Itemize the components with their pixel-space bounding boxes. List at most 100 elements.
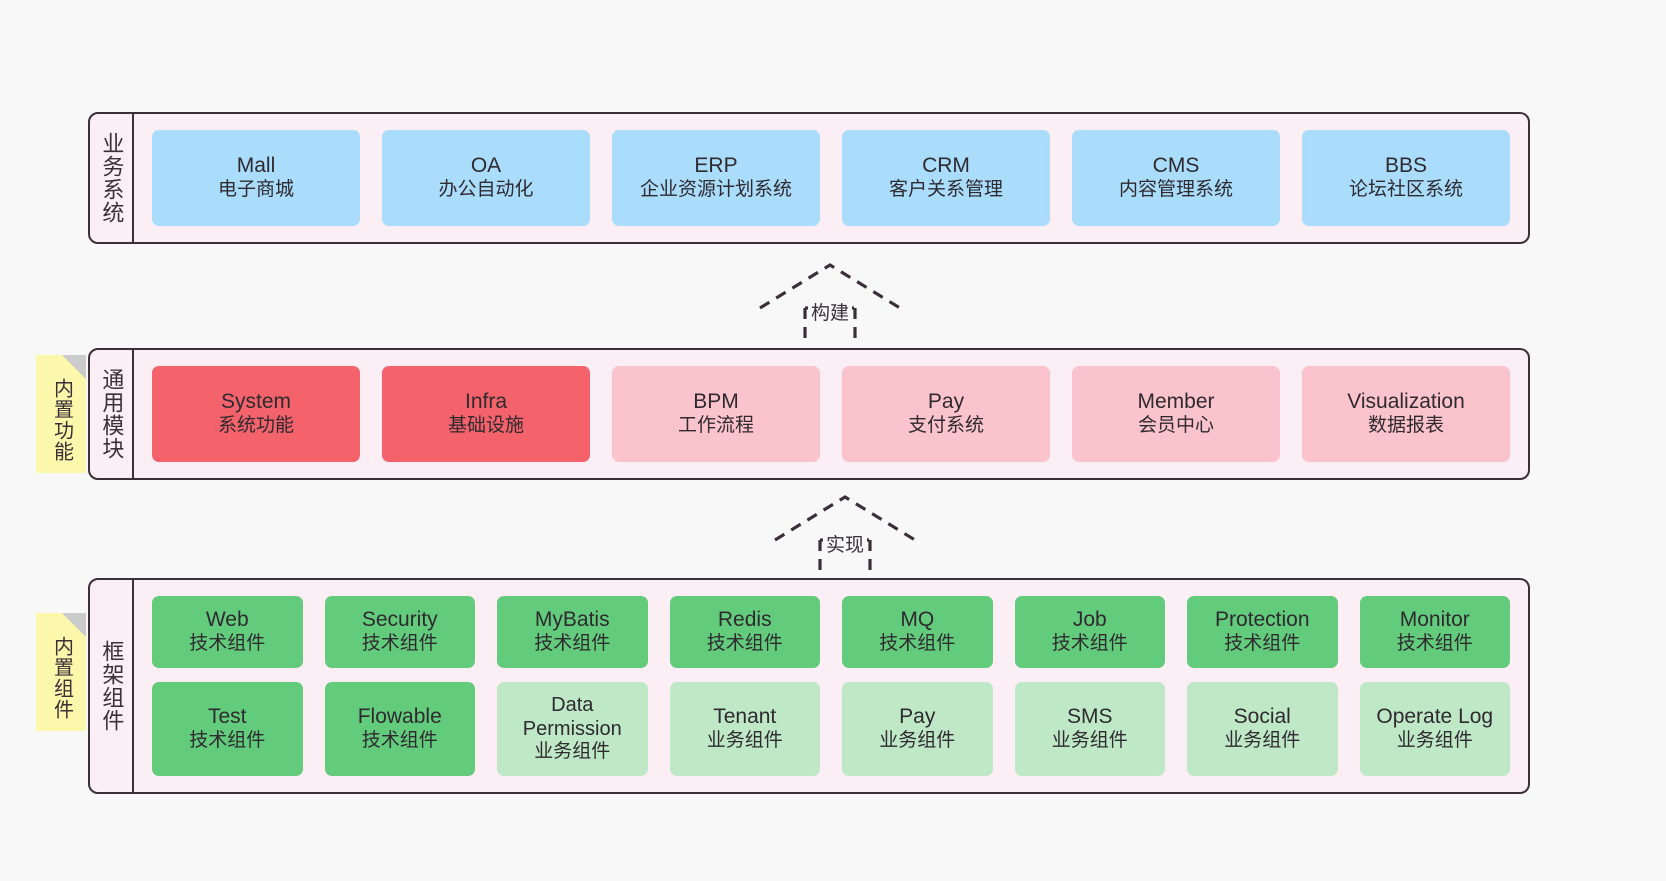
card-title: Job [1072,608,1107,632]
card-subtitle: 基础设施 [447,415,524,437]
card-flowable[interactable]: Flowable 技术组件 [324,681,475,777]
card-web[interactable]: Web 技术组件 [152,596,303,668]
card-sms[interactable]: SMS 业务组件 [1014,681,1165,777]
card-subtitle: 企业资源计划系统 [639,179,792,201]
card-test[interactable]: Test 技术组件 [152,681,303,777]
card-title: BPM [693,390,739,414]
card-title: MyBatis [534,608,610,632]
folded-corner-icon [62,613,86,637]
card-system[interactable]: System 系统功能 [152,366,360,462]
card-subtitle: 技术组件 [189,730,266,752]
sticky-note-builtin-function: 内置功能 [36,355,86,473]
card-subtitle: 工作流程 [677,415,754,437]
card-security[interactable]: Security 技术组件 [324,596,475,668]
card-subtitle: 技术组件 [361,730,438,752]
card-mq[interactable]: MQ 技术组件 [842,596,993,668]
card-title: Tenant [713,705,777,729]
card-title: Mall [236,154,276,178]
card-member[interactable]: Member 会员中心 [1072,366,1280,462]
card-visualization[interactable]: Visualization 数据报表 [1302,366,1510,462]
card-title: Redis [717,608,772,632]
card-title: Security [361,608,438,632]
card-protection[interactable]: Protection 技术组件 [1187,596,1338,668]
connector-build: 构建 [755,262,905,346]
card-title: Pay [927,390,965,414]
sticky-note-label: 内置功能 [50,378,73,462]
card-title: OA [470,154,502,178]
card-crm[interactable]: CRM 客户关系管理 [842,130,1050,226]
card-data-permission[interactable]: Data Permission 业务组件 [497,681,648,777]
card-subtitle: 技术组件 [1224,633,1301,655]
card-title: Social [1233,705,1291,729]
card-cms[interactable]: CMS 内容管理系统 [1072,130,1280,226]
card-title: System [220,390,291,414]
card-mall[interactable]: Mall 电子商城 [152,130,360,226]
layer-body-common-module: System 系统功能 Infra 基础设施 BPM 工作流程 Pay 支付系统… [134,350,1528,478]
layer-label-framework-component: 框架组件 [90,580,134,792]
card-bbs[interactable]: BBS 论坛社区系统 [1302,130,1510,226]
card-title: MQ [900,608,935,632]
card-title: BBS [1384,154,1428,178]
layer-label-common-module: 通用模块 [90,350,134,478]
card-bpm[interactable]: BPM 工作流程 [612,366,820,462]
card-subtitle: 技术组件 [706,633,783,655]
card-job[interactable]: Job 技术组件 [1014,596,1165,668]
card-subtitle: 技术组件 [189,633,266,655]
arrow-head-outline [759,263,901,310]
arrow-head-outline [774,495,916,542]
connector-label-build: 构建 [807,298,853,325]
card-title: ERP [694,154,738,178]
card-row: Mall 电子商城 OA 办公自动化 ERP 企业资源计划系统 CRM 客户关系… [152,130,1510,226]
connector-label-implement: 实现 [822,530,868,557]
card-subtitle: 会员中心 [1137,415,1214,437]
card-oa[interactable]: OA 办公自动化 [382,130,590,226]
card-subtitle: 支付系统 [907,415,984,437]
card-title: Pay [899,705,936,729]
card-title: Web [205,608,249,632]
card-row: System 系统功能 Infra 基础设施 BPM 工作流程 Pay 支付系统… [152,366,1510,462]
card-erp[interactable]: ERP 企业资源计划系统 [612,130,820,226]
card-title: Operate Log [1376,705,1494,729]
card-subtitle: 技术组件 [1396,633,1473,655]
card-subtitle: 电子商城 [217,179,294,201]
card-row: Web 技术组件 Security 技术组件 MyBatis 技术组件 Redi… [152,596,1510,668]
card-mybatis[interactable]: MyBatis 技术组件 [497,596,648,668]
card-title: SMS [1066,705,1113,729]
card-title: Data Permission [522,694,622,740]
card-operate-log[interactable]: Operate Log 业务组件 [1359,681,1510,777]
card-subtitle: 技术组件 [361,633,438,655]
card-subtitle: 业务组件 [1224,730,1301,752]
card-subtitle: 业务组件 [1051,730,1128,752]
card-subtitle: 业务组件 [706,730,783,752]
card-social[interactable]: Social 业务组件 [1187,681,1338,777]
folded-corner-icon [62,355,86,379]
card-title: Visualization [1347,390,1465,414]
card-title: Protection [1214,608,1310,632]
card-subtitle: 内容管理系统 [1118,179,1233,201]
card-tenant[interactable]: Tenant 业务组件 [669,681,820,777]
card-title: Test [207,705,247,729]
card-title: Flowable [357,705,442,729]
sticky-note-label: 内置组件 [50,636,73,720]
card-subtitle: 客户关系管理 [888,179,1003,201]
card-subtitle: 业务组件 [534,741,611,763]
card-monitor[interactable]: Monitor 技术组件 [1359,596,1510,668]
card-subtitle: 办公自动化 [438,179,534,201]
layer-body-framework-component: Web 技术组件 Security 技术组件 MyBatis 技术组件 Redi… [134,580,1528,792]
card-title: Monitor [1399,608,1470,632]
card-title: CMS [1152,154,1200,178]
layer-common-module: 通用模块 System 系统功能 Infra 基础设施 BPM 工作流程 Pay… [88,348,1530,480]
card-title: Member [1137,390,1215,414]
card-title: Infra [464,390,508,414]
layer-label-business-system: 业务系统 [90,114,134,242]
card-subtitle: 技术组件 [534,633,611,655]
layer-framework-component: 框架组件 Web 技术组件 Security 技术组件 MyBatis 技术组件… [88,578,1530,794]
card-subtitle: 论坛社区系统 [1348,179,1463,201]
card-infra[interactable]: Infra 基础设施 [382,366,590,462]
card-pay-business[interactable]: Pay 业务组件 [842,681,993,777]
card-redis[interactable]: Redis 技术组件 [669,596,820,668]
card-title: CRM [922,154,970,178]
card-pay[interactable]: Pay 支付系统 [842,366,1050,462]
card-subtitle: 业务组件 [879,730,956,752]
